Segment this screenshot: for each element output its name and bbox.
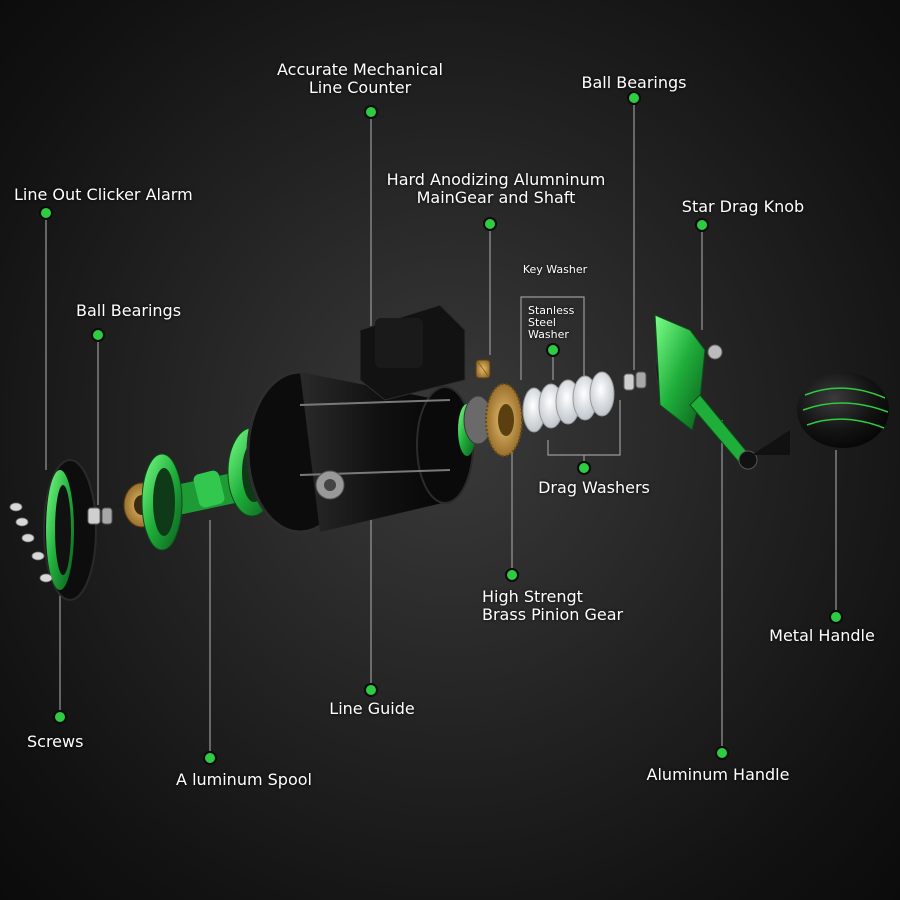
key-washer-bracket	[520, 296, 585, 380]
drag-washers	[522, 371, 615, 433]
right-ball-bearings	[623, 371, 647, 391]
label-key-washer: Key Washer	[522, 263, 588, 276]
label-steel-washer: Stanless Steel Washer	[528, 304, 575, 341]
green-dot-icon	[505, 568, 519, 582]
green-dot-icon	[483, 217, 497, 231]
green-dot-icon	[364, 683, 378, 697]
label-drag-washers: Drag Washers	[538, 478, 650, 497]
left-ball-bearings	[87, 507, 113, 525]
green-dot-icon	[715, 746, 729, 760]
green-dot-icon	[39, 206, 53, 220]
label-clicker-alarm: Line Out Clicker Alarm	[14, 185, 193, 204]
label-ball-bearings-top: Ball Bearings	[581, 73, 687, 92]
green-dot-icon	[577, 461, 591, 475]
screws	[9, 502, 53, 583]
main-gear	[485, 383, 523, 457]
main-gear-shaft-piece	[475, 359, 491, 379]
green-dot-icon	[53, 710, 67, 724]
callout-dots	[39, 91, 843, 765]
star-drag-and-handle	[654, 314, 889, 470]
label-metal-handle: Metal Handle	[769, 626, 875, 645]
reel-frame	[246, 304, 474, 534]
callout-lines	[45, 98, 837, 758]
green-dot-icon	[364, 105, 378, 119]
label-ball-bearings-left: Ball Bearings	[76, 301, 182, 320]
green-dot-icon	[203, 751, 217, 765]
label-main-gear: Hard Anodizing Alumninum MainGear and Sh…	[386, 170, 606, 207]
label-line-counter: Accurate Mechanical Line Counter	[276, 60, 443, 97]
green-dot-icon	[91, 328, 105, 342]
left-side-plate	[43, 459, 97, 601]
green-dot-icon	[695, 218, 709, 232]
label-line-guide: Line Guide	[329, 699, 415, 718]
label-aluminum-handle: Aluminum Handle	[646, 765, 790, 784]
label-pinion-gear: High Strengt Brass Pinion Gear	[482, 587, 624, 624]
green-dot-icon	[546, 343, 560, 357]
green-dot-icon	[829, 610, 843, 624]
label-spool: A luminum Spool	[176, 770, 312, 789]
green-dot-icon	[627, 91, 641, 105]
label-star-drag: Star Drag Knob	[681, 197, 805, 216]
label-screws: Screws	[27, 732, 84, 751]
